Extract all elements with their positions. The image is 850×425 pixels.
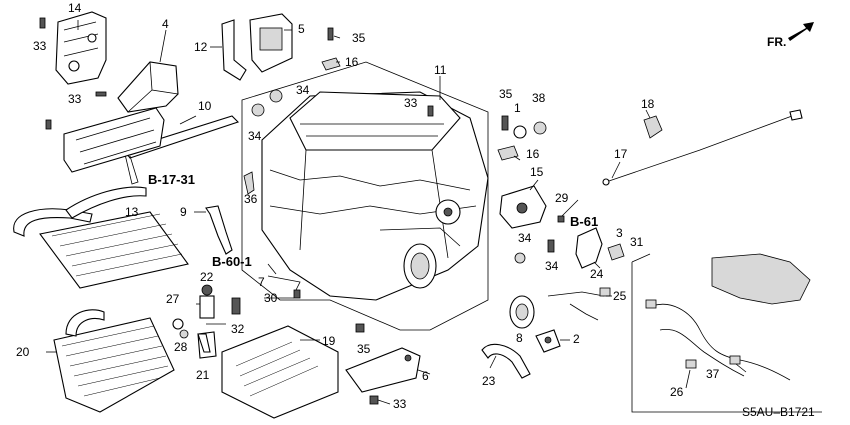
callout-3: 3 bbox=[616, 226, 623, 240]
part-20-evaporator-drawing bbox=[53, 309, 175, 413]
callout-31: 31 bbox=[630, 235, 644, 249]
callout-33: 33 bbox=[404, 96, 418, 110]
callout-13: 13 bbox=[125, 205, 139, 219]
part-19-filter-drawing bbox=[221, 325, 339, 419]
part-2-grommet-drawing bbox=[535, 329, 561, 353]
callout-17: 17 bbox=[614, 147, 628, 161]
callout-35: 35 bbox=[357, 342, 371, 356]
callout-34: 34 bbox=[545, 259, 559, 273]
callout-numbers: 14 33 4 12 5 35 16 33 11 33 35 1 38 18 1… bbox=[16, 1, 720, 411]
reference-label-b-60-1: B-60-1 bbox=[212, 254, 252, 269]
callout-34: 34 bbox=[296, 83, 310, 97]
callout-1: 1 bbox=[514, 101, 521, 115]
part-13-heater-core-drawing bbox=[13, 186, 189, 289]
callout-14: 14 bbox=[68, 1, 82, 15]
diagram-code: S5AU–B1721 bbox=[742, 405, 815, 419]
callout-5: 5 bbox=[298, 22, 305, 36]
part-8-seal-drawing bbox=[509, 295, 535, 329]
callout-35: 35 bbox=[352, 31, 366, 45]
part-4-duct-drawing bbox=[117, 61, 179, 113]
reference-labels: B-17-31 B-60-1 B-61 bbox=[148, 172, 598, 269]
callout-37: 37 bbox=[706, 367, 720, 381]
part-25-harness-drawing bbox=[547, 287, 611, 321]
callout-12: 12 bbox=[194, 40, 208, 54]
callout-33: 33 bbox=[33, 39, 47, 53]
callout-6: 6 bbox=[422, 369, 429, 383]
part-17-control-cable-drawing bbox=[602, 109, 803, 186]
fastener-group-1-35-38 bbox=[497, 115, 547, 161]
callout-22: 22 bbox=[200, 270, 214, 284]
callout-19: 19 bbox=[322, 334, 336, 348]
callout-18: 18 bbox=[641, 97, 655, 111]
callout-29: 29 bbox=[555, 191, 569, 205]
callout-15: 15 bbox=[530, 165, 544, 179]
part-26-harness-box bbox=[631, 253, 822, 413]
callout-23: 23 bbox=[482, 374, 496, 388]
callout-28: 28 bbox=[174, 340, 188, 354]
part-24-sensor-drawing bbox=[575, 227, 603, 269]
callout-25: 25 bbox=[613, 289, 627, 303]
callout-32: 32 bbox=[231, 322, 245, 336]
direction-label: FR. bbox=[767, 35, 786, 49]
callout-35: 35 bbox=[499, 87, 513, 101]
part-11-heater-unit-drawing bbox=[261, 91, 489, 301]
reference-label-b-61: B-61 bbox=[570, 214, 598, 229]
callout-20: 20 bbox=[16, 345, 30, 359]
part-14-actuator-drawing bbox=[55, 11, 107, 85]
callout-33: 33 bbox=[393, 397, 407, 411]
callout-4: 4 bbox=[162, 17, 169, 31]
part-4-panel-drawing bbox=[63, 107, 165, 173]
callout-11: 11 bbox=[434, 63, 447, 77]
part-9-bracket-drawing bbox=[205, 205, 233, 255]
callout-36: 36 bbox=[244, 192, 258, 206]
callout-2: 2 bbox=[573, 332, 580, 346]
callout-27: 27 bbox=[166, 292, 180, 306]
part-12-clamp-drawing bbox=[221, 19, 247, 81]
fastener-bolts bbox=[39, 17, 625, 405]
callout-8: 8 bbox=[516, 331, 523, 345]
callout-7: 7 bbox=[258, 275, 265, 289]
callout-21: 21 bbox=[196, 368, 210, 382]
part-5-cover-drawing bbox=[249, 13, 293, 73]
leader-lines bbox=[46, 20, 747, 405]
callout-10: 10 bbox=[198, 99, 212, 113]
callout-16: 16 bbox=[526, 147, 540, 161]
callout-34: 34 bbox=[518, 231, 532, 245]
callout-30: 30 bbox=[264, 291, 278, 305]
callout-16: 16 bbox=[345, 55, 359, 69]
part-23-drain-hose-drawing bbox=[481, 343, 531, 379]
front-direction-indicator: FR. bbox=[767, 22, 814, 49]
callout-9: 9 bbox=[180, 205, 187, 219]
callout-24: 24 bbox=[590, 267, 604, 281]
front-arrow-icon bbox=[788, 22, 814, 41]
part-18-clip-drawing bbox=[643, 115, 663, 139]
assembly-boundary-outline bbox=[241, 61, 489, 331]
callout-33: 33 bbox=[68, 92, 82, 106]
part-15-motor-drawing bbox=[499, 185, 547, 229]
callout-34: 34 bbox=[248, 129, 262, 143]
callout-26: 26 bbox=[670, 385, 684, 399]
callout-38: 38 bbox=[532, 91, 546, 105]
reference-label-b-17-31: B-17-31 bbox=[148, 172, 195, 187]
part-6-cover-drawing bbox=[345, 347, 421, 393]
